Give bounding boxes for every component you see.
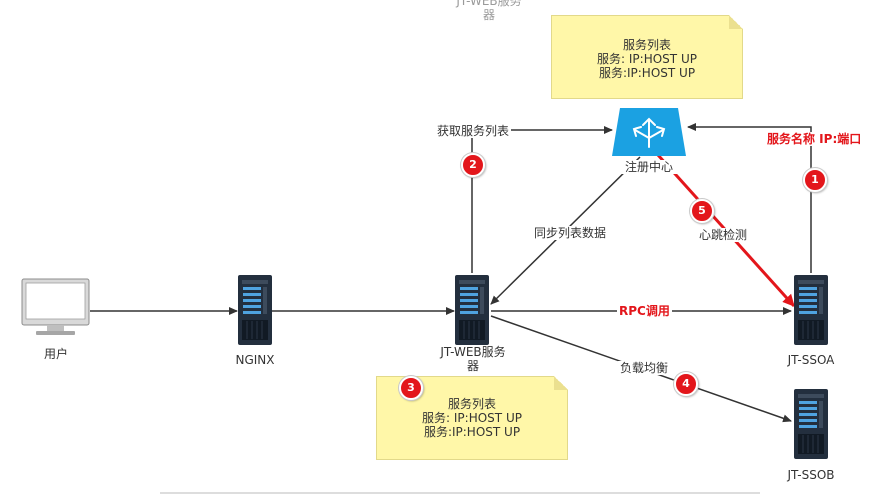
step-badge-3: 3 — [399, 376, 423, 400]
server-icon-nginx — [237, 274, 273, 346]
node-label-nginx: NGINX — [235, 353, 275, 367]
note-bottom-line1: 服务: IP:HOST UP — [422, 411, 522, 425]
note-bottom-line2: 服务:IP:HOST UP — [423, 425, 521, 439]
edge-label-fetch-list: 获取服务列表 — [435, 124, 512, 138]
note-bottom-title: 服务列表 — [447, 397, 496, 411]
note-fold-corner — [554, 376, 568, 390]
edge-label-register: 服务名称 IP:端口 — [765, 132, 864, 146]
edge-label-sync-list: 同步列表数据 — [532, 226, 609, 240]
server-icon-ssoa — [793, 274, 829, 346]
note-top-line1: 服务: IP:HOST UP — [597, 52, 697, 66]
server-icon-web — [454, 274, 490, 346]
service-list-note-top: 服务列表 服务: IP:HOST UP 服务:IP:HOST UP — [551, 15, 743, 99]
node-label-registry: 注册中心 — [617, 160, 681, 174]
edge-ssoa-to-registry-register — [687, 123, 812, 273]
step-badge-1: 1 — [803, 168, 827, 192]
step-badge-2: 2 — [461, 153, 485, 177]
node-label-web: JT-WEB服务 器 — [440, 345, 506, 373]
node-label-user: 用户 — [43, 347, 68, 361]
step-badge-4: 4 — [674, 372, 698, 396]
edge-label-load-balance: 负载均衡 — [618, 361, 671, 375]
edge-web-to-registry-fetch — [471, 126, 613, 273]
top-cut-label: JT-WEB服务 器 — [456, 0, 522, 22]
edge-label-rpc: RPC调用 — [617, 304, 672, 318]
node-label-ssoa: JT-SSOA — [787, 353, 835, 367]
server-icon-ssob — [793, 388, 829, 460]
note-top-line2: 服务:IP:HOST UP — [598, 66, 696, 80]
node-label-ssob: JT-SSOB — [787, 468, 835, 482]
registry-icon — [612, 108, 686, 156]
edge-label-heartbeat: 心跳检测 — [697, 228, 750, 242]
note-fold-corner — [729, 15, 743, 29]
computer-icon — [21, 278, 90, 335]
step-badge-5: 5 — [690, 199, 714, 223]
note-top-title: 服务列表 — [622, 38, 671, 52]
